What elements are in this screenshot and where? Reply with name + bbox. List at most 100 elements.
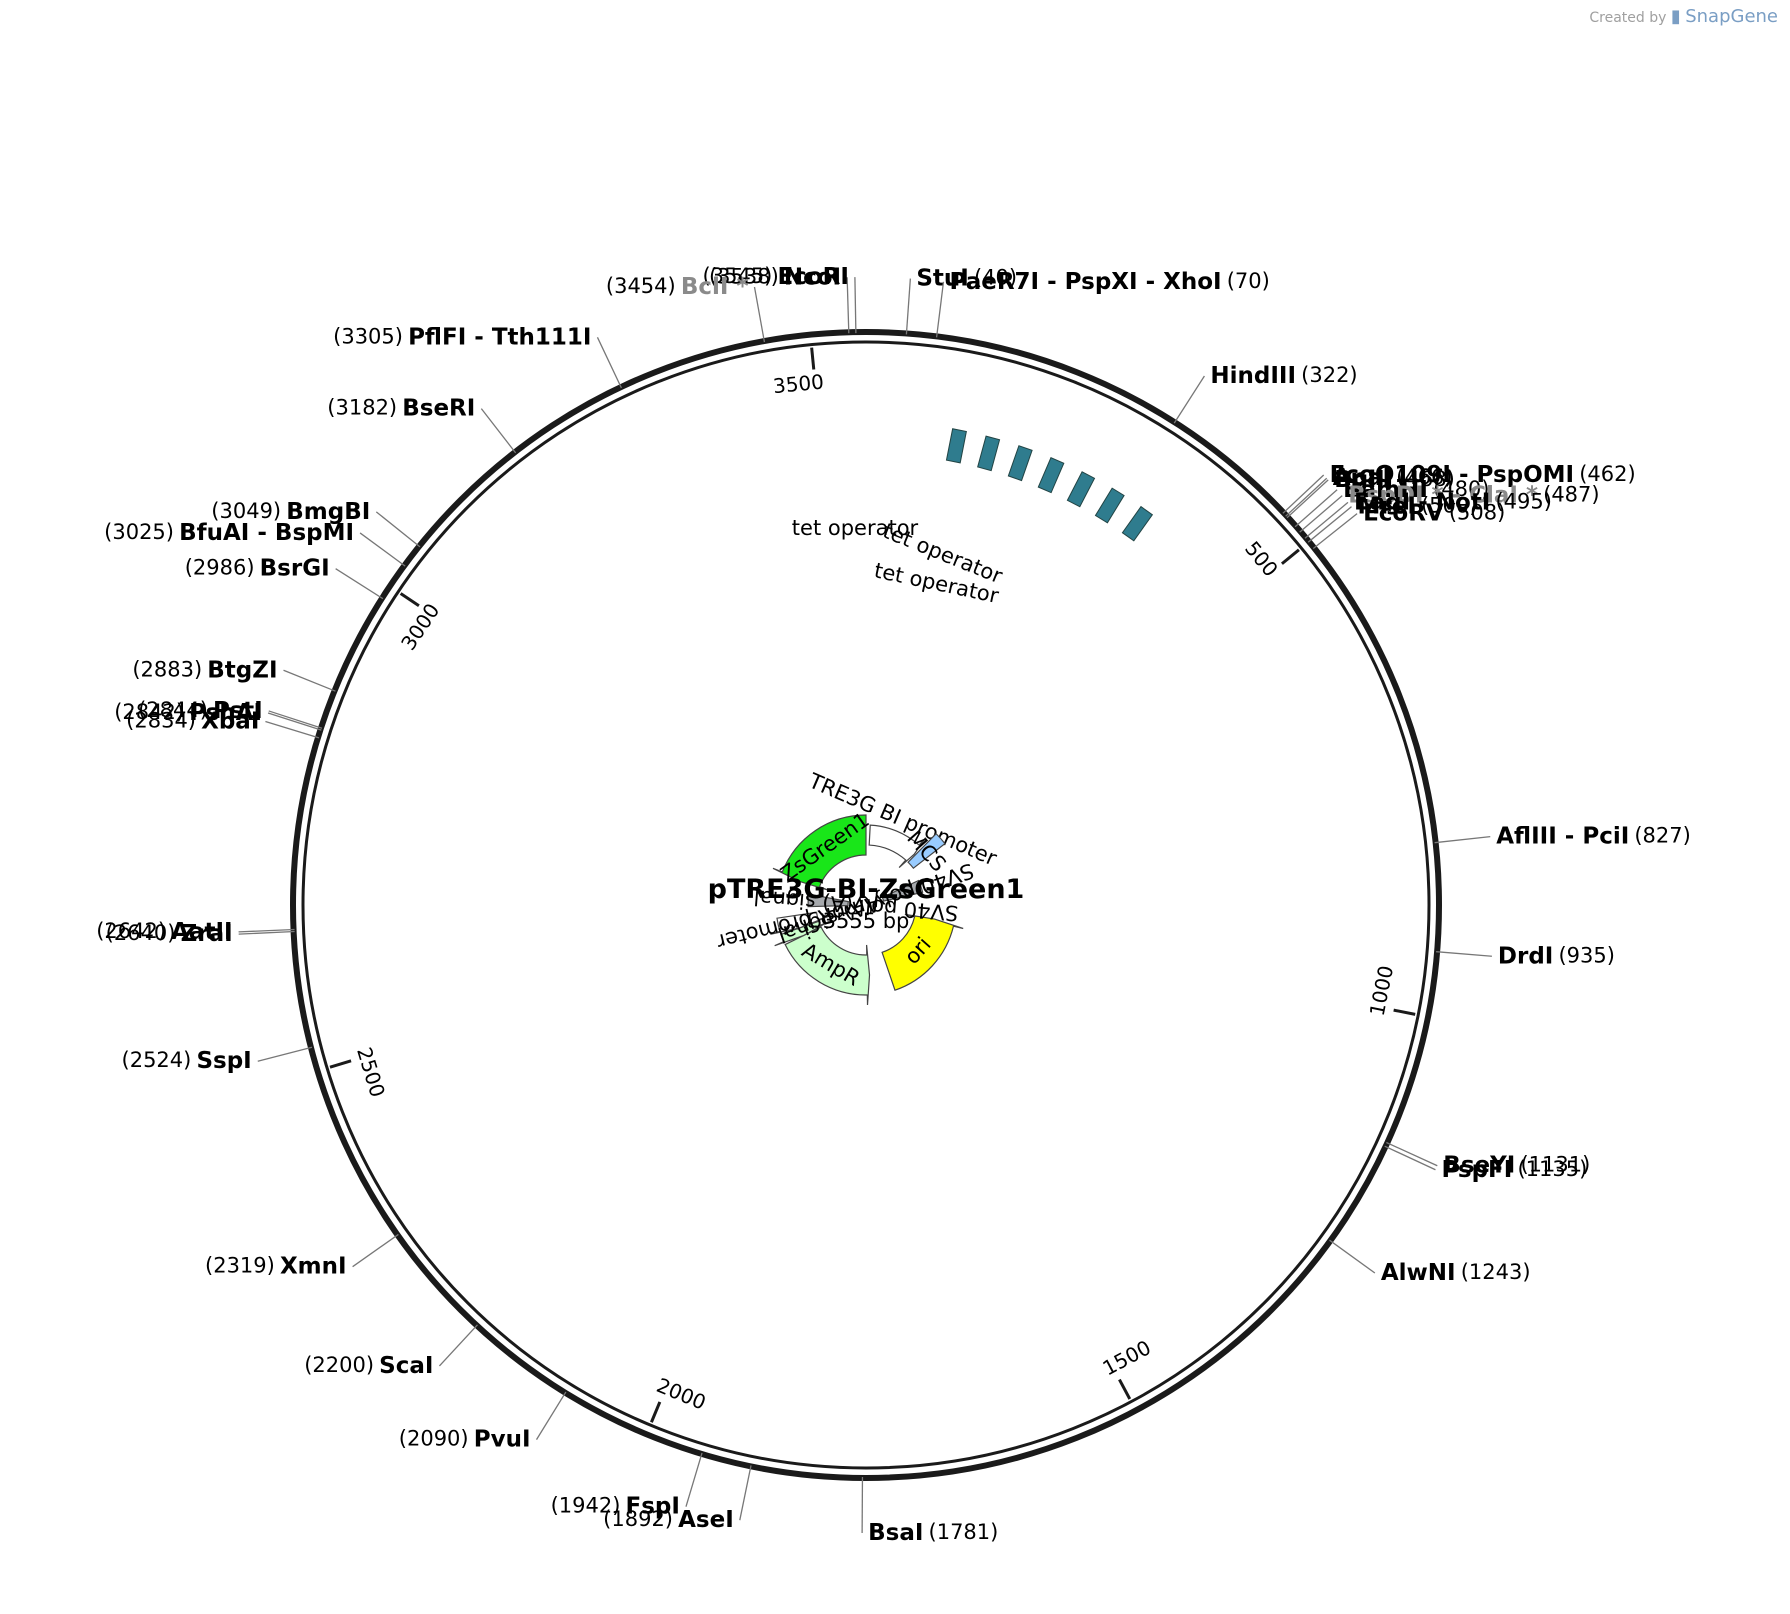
- site-leader: [1286, 479, 1329, 519]
- credit-brand: SnapGene: [1685, 6, 1778, 27]
- site-name: HindIII: [1210, 362, 1296, 388]
- site-pvui: (2090) PvuI: [399, 1426, 531, 1452]
- site-name: PshAI: [189, 700, 262, 726]
- site-leader: [739, 1465, 752, 1521]
- snapgene-logo-icon: ▮: [1670, 6, 1681, 27]
- plasmid-title-group: pTRE3G-BI-ZsGreen1 3555 bp: [708, 874, 1025, 933]
- plasmid-length: 3555 bp: [823, 909, 910, 933]
- site-name: BtgZI: [207, 657, 277, 683]
- site-name: ZraI: [181, 921, 233, 947]
- site-name: BamHI: [1343, 476, 1428, 502]
- tet-operator-box: [1037, 457, 1065, 494]
- site-leader: [359, 532, 406, 567]
- tick-mark: [1280, 548, 1300, 565]
- site-name: EcoO109I - PspOMI: [1330, 461, 1574, 487]
- site-bsrgi: (2986) BsrGI: [185, 555, 330, 581]
- tick-mark: [399, 592, 420, 607]
- tick-label: 3000: [396, 599, 444, 655]
- site-pspfi: PspFI (1135): [1441, 1156, 1587, 1182]
- site-name: BsaI: [868, 1519, 923, 1545]
- site-bspdi-clai: BspDI * - ClaI * (487): [1348, 482, 1599, 508]
- site-name: XmnI: [280, 1253, 347, 1279]
- site-eagi-noti: EagI - NotI (495): [1354, 489, 1552, 515]
- credit-prefix: Created by: [1589, 10, 1667, 26]
- tet-operator-box: [1007, 445, 1033, 482]
- site-leader: [268, 710, 323, 729]
- feature-signal: [774, 920, 830, 947]
- tick-mark: [1393, 1008, 1416, 1016]
- site-ecoo109i-pspomi: EcoO109I - PspOMI (462): [1330, 461, 1636, 487]
- site-leader: [238, 930, 295, 935]
- site-name: AatII: [171, 918, 232, 944]
- site-xmni: (2319) XmnI: [205, 1253, 347, 1279]
- site-psti: (2844) PstI: [138, 697, 263, 723]
- site-leader: [596, 337, 622, 389]
- site-leader: [1386, 1141, 1438, 1167]
- feature-ampr-promoter: [770, 911, 828, 935]
- site-ncoi: (3538) NcoI: [709, 264, 841, 290]
- plasmid-name: pTRE3G-BI-ZsGreen1: [708, 874, 1025, 905]
- site-name: FspI: [626, 1493, 680, 1519]
- site-name: BspDI * - ClaI *: [1348, 482, 1538, 508]
- site-bseri: (3182) BseRI: [327, 395, 475, 421]
- site-name: BglII: [1334, 466, 1393, 492]
- tet-operator-box: [1094, 487, 1125, 524]
- site-leader: [1312, 513, 1358, 549]
- site-name: PaeR7I - PspXI - XhoI: [949, 268, 1221, 294]
- tick-label: 2000: [653, 1373, 709, 1415]
- feature-mcs: [907, 832, 946, 870]
- site-leader: [935, 281, 945, 338]
- site-name: AflIII - PciI: [1496, 823, 1629, 849]
- site-leader: [1307, 506, 1352, 543]
- tick-label: 1500: [1099, 1335, 1155, 1380]
- site-leader: [1436, 951, 1492, 957]
- site-drdi: DrdI (935): [1498, 943, 1615, 969]
- site-bamhi: BamHI (480): [1343, 476, 1489, 502]
- site-hindiii: HindIII (322): [1210, 362, 1357, 388]
- site-leader: [1304, 501, 1349, 539]
- tick-label: 1000: [1365, 963, 1398, 1018]
- site-name: ApaI: [1333, 465, 1391, 491]
- backbone-ring: [290, 329, 1442, 1481]
- site-aatii: (2642) AatII: [96, 918, 232, 944]
- restriction-sites: (3538) NcoI(3545) EcoRI(3454) BclI *StuI…: [96, 264, 1691, 1546]
- site-name: AseI: [678, 1507, 734, 1533]
- site-name: EcoRV: [1363, 500, 1444, 526]
- site-name: BsrGI: [260, 555, 330, 581]
- site-leader: [1299, 495, 1343, 533]
- site-name: BseRI: [402, 395, 475, 421]
- feature-tre3g-bi-promoter: [868, 824, 927, 869]
- site-leader: [283, 669, 336, 692]
- site-name: EagI - NotI: [1354, 489, 1490, 515]
- site-leader: [1329, 1239, 1376, 1274]
- tick-mark: [329, 1059, 352, 1069]
- site-fspi: (1942) FspI: [551, 1493, 680, 1519]
- tet-operator-box: [977, 435, 1001, 472]
- site-leader: [1173, 375, 1205, 424]
- site-name: XbaI: [201, 708, 259, 734]
- feature-sv40-polya-right: [881, 879, 924, 902]
- site-bcli: (3454) BclI *: [606, 273, 749, 299]
- site-bmgbi: (3049) BmgBI: [211, 498, 370, 524]
- tick-label: 2500: [352, 1044, 390, 1100]
- feature-ampr: [784, 926, 871, 1006]
- site-name: EcoRI: [777, 264, 848, 290]
- site-mrei: MreI (500): [1358, 493, 1478, 519]
- site-name: BseYI: [1443, 1152, 1515, 1178]
- site-leader: [267, 712, 322, 731]
- snapgene-credit: Created by ▮ SnapGene: [1589, 6, 1778, 27]
- site-bseyi: BseYI (1131): [1443, 1152, 1590, 1178]
- tet-operator-box: [945, 428, 967, 464]
- tick-label: 3500: [772, 369, 825, 398]
- site-leader: [438, 1324, 478, 1367]
- site-leader: [257, 1046, 313, 1062]
- site-sspi: (2524) SspI: [122, 1048, 252, 1074]
- site-afliii-pcii: AflIII - PciI (827): [1496, 823, 1691, 849]
- site-name: MreI: [1358, 493, 1416, 519]
- site-name: BmgBI: [286, 498, 370, 524]
- site-name: PvuI: [474, 1426, 531, 1452]
- site-name: PflFI - Tth111I: [408, 324, 591, 350]
- site-ecorv: EcoRV (508): [1363, 500, 1505, 526]
